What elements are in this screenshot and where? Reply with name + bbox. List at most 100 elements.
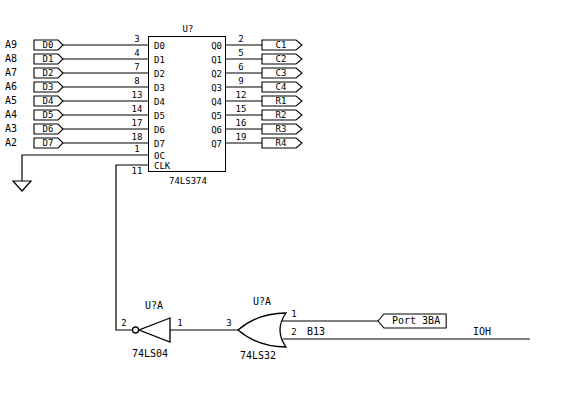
port-flag-text: C2 xyxy=(276,55,287,64)
pin-name: Q3 xyxy=(211,84,222,93)
port-flag-text: D3 xyxy=(43,83,54,92)
pin-number: 15 xyxy=(236,105,247,114)
pin-name: Q1 xyxy=(211,56,222,65)
input-wire xyxy=(63,142,148,143)
pin-name: D3 xyxy=(154,84,165,93)
port-flag-text: R3 xyxy=(276,125,287,134)
signal-name: A4 xyxy=(5,110,17,120)
port-flag-text: C4 xyxy=(276,83,287,92)
ic-74ls374: U?D0D1D2D3D4D5D6D7Q0Q1Q2Q3Q4Q5Q6Q7OCCLK7… xyxy=(148,36,226,172)
pin-number: 8 xyxy=(134,77,139,86)
pin-name: Q4 xyxy=(211,98,222,107)
port-flag-text: R1 xyxy=(276,97,287,106)
pin-name: D5 xyxy=(154,112,165,121)
output-wire xyxy=(226,142,262,143)
pin-number: 3 xyxy=(226,319,231,328)
input-wire xyxy=(63,86,148,87)
signal-name: IOH xyxy=(473,327,491,337)
input-flag xyxy=(34,68,63,78)
port-flag-text: R2 xyxy=(276,111,287,120)
pin-name: D6 xyxy=(154,126,165,135)
output-wire xyxy=(226,44,262,45)
input-wire xyxy=(63,72,148,73)
input-wire xyxy=(63,114,148,115)
pin-name: Q6 xyxy=(211,126,222,135)
input-flag xyxy=(34,110,63,120)
output-wire xyxy=(226,128,262,129)
output-flag xyxy=(262,54,302,64)
pin-name: Q0 xyxy=(211,42,222,51)
part-ref: U? xyxy=(183,25,194,34)
signal-name: B13 xyxy=(307,327,325,337)
pin-number: 2 xyxy=(291,328,296,337)
pin-name: D0 xyxy=(154,42,165,51)
pin-number: 9 xyxy=(238,77,243,86)
pin-number: 2 xyxy=(238,35,243,44)
port-flag-text: D7 xyxy=(43,139,54,148)
inverter-symbol xyxy=(132,318,170,342)
port-flag-text: D0 xyxy=(43,41,54,50)
input-wire xyxy=(282,320,378,321)
pin-name: D4 xyxy=(154,98,165,107)
output-wire xyxy=(226,114,262,115)
port-flag-text: D1 xyxy=(43,55,54,64)
pin-name: OC xyxy=(154,152,165,161)
port-flag-text: D5 xyxy=(43,111,54,120)
pin-number: 13 xyxy=(132,91,143,100)
input-wire xyxy=(63,128,148,129)
input-flag xyxy=(34,82,63,92)
pin-number: 5 xyxy=(238,49,243,58)
output-flag xyxy=(262,82,302,92)
signal-wire xyxy=(116,165,148,330)
output-wire xyxy=(226,100,262,101)
input-flag xyxy=(34,138,63,148)
pin-name: CLK xyxy=(154,162,170,171)
port-flag-text: D2 xyxy=(43,69,54,78)
or-gate: U?A74LS32 xyxy=(238,313,286,347)
signal-name: A9 xyxy=(5,40,17,50)
pin-name: Q2 xyxy=(211,70,222,79)
input-flag xyxy=(34,124,63,134)
part-ref: U?A xyxy=(145,301,163,311)
output-flag xyxy=(262,138,302,148)
output-flag xyxy=(262,124,302,134)
part-number: 74LS374 xyxy=(169,177,207,186)
signal-name: A7 xyxy=(5,68,17,78)
output-wire xyxy=(226,86,262,87)
output-flag xyxy=(262,68,302,78)
pin-number: 19 xyxy=(236,133,247,142)
pin-number: 6 xyxy=(238,63,243,72)
pin-number: 11 xyxy=(132,167,143,176)
signal-name: A8 xyxy=(5,54,17,64)
input-wire xyxy=(283,338,530,339)
port-flag-text: Port 3BA xyxy=(392,316,440,326)
part-number: 74LS04 xyxy=(132,349,168,359)
output-flag xyxy=(262,110,302,120)
input-wire xyxy=(63,58,148,59)
input-flag xyxy=(34,96,63,106)
pin-number: 16 xyxy=(236,119,247,128)
inverter-gate: U?A74LS04 xyxy=(132,318,170,342)
port-flag-text: C3 xyxy=(276,69,287,78)
part-number: 74LS32 xyxy=(240,351,276,361)
output-flag xyxy=(262,96,302,106)
signal-name: A5 xyxy=(5,96,17,106)
pin-number: 17 xyxy=(132,119,143,128)
input-wire xyxy=(63,100,148,101)
input-flag xyxy=(34,40,63,50)
pin-number: 14 xyxy=(132,105,143,114)
part-ref: U?A xyxy=(253,297,271,307)
input-wire xyxy=(63,44,148,45)
pin-number: 1 xyxy=(134,145,139,154)
output-wire xyxy=(226,58,262,59)
ground-wire xyxy=(22,155,148,181)
signal-name: A2 xyxy=(5,138,17,148)
pin-number: 2 xyxy=(121,319,126,328)
input-flag xyxy=(34,54,63,64)
pin-name: D7 xyxy=(154,140,165,149)
pin-number: 18 xyxy=(132,133,143,142)
pin-name: D2 xyxy=(154,70,165,79)
pin-number: 4 xyxy=(134,49,139,58)
signal-wire xyxy=(170,329,238,330)
